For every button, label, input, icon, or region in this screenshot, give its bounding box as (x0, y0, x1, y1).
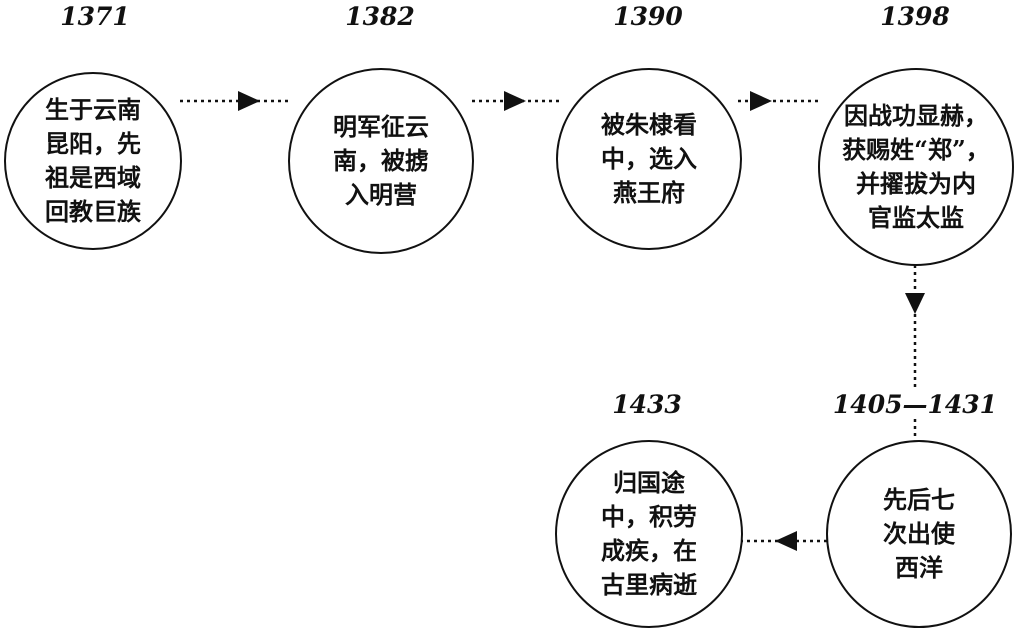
year-label: 1405—1431 (828, 390, 1002, 419)
arrow-left-icon (775, 531, 797, 551)
year-label: 1398 (880, 2, 950, 31)
text-line: 因战功显赫， (843, 101, 988, 130)
text-line: 被朱棣看 (601, 110, 697, 139)
event-node-1382: 明军征云 南，被掳 入明营 (288, 68, 474, 254)
arrow-right-icon (238, 91, 260, 111)
text-line: 次出使 (883, 519, 955, 548)
event-text: 生于云南 昆阳，先 祖是西域 回教巨族 (45, 93, 141, 229)
text-line: 生于云南 (45, 95, 141, 124)
event-node-1405-1431: 先后七 次出使 西洋 (826, 440, 1012, 628)
text-line: 中，积劳 (601, 502, 697, 531)
event-text: 归国途 中，积劳 成疾，在 古里病逝 (601, 466, 697, 602)
arrow-right-icon (504, 91, 526, 111)
event-node-1371: 生于云南 昆阳，先 祖是西域 回教巨族 (4, 72, 182, 250)
text-line: 入明营 (345, 180, 417, 209)
event-text: 因战功显赫， 获赐姓“郑”， 并擢拔为内 官监太监 (842, 99, 990, 235)
arrow-down-icon (905, 293, 925, 314)
text-line: 昆阳，先 (45, 129, 141, 158)
event-text: 被朱棣看 中，选入 燕王府 (601, 108, 697, 210)
text-line: 明军征云 (333, 112, 429, 141)
event-node-1390: 被朱棣看 中，选入 燕王府 (556, 68, 742, 250)
text-line: 先后七 (883, 485, 955, 514)
text-line: 回教巨族 (45, 197, 141, 226)
text-line: 南，被掳 (333, 146, 429, 175)
year-label: 1382 (345, 2, 415, 31)
year-label: 1371 (60, 2, 130, 31)
year-label: 1433 (612, 390, 682, 419)
text-line: 官监太监 (867, 203, 964, 232)
text-line: 并擢拔为内 (855, 169, 976, 198)
text-line: 获赐姓“郑”， (842, 135, 990, 164)
text-line: 古里病逝 (601, 570, 697, 599)
text-line: 中，选入 (601, 144, 697, 173)
text-line: 西洋 (895, 553, 943, 582)
text-line: 祖是西域 (45, 163, 141, 192)
text-line: 成疾，在 (601, 536, 697, 565)
year-label: 1390 (613, 2, 683, 31)
event-text: 明军征云 南，被掳 入明营 (333, 110, 429, 212)
text-line: 燕王府 (613, 178, 685, 207)
event-node-1398: 因战功显赫， 获赐姓“郑”， 并擢拔为内 官监太监 (818, 68, 1014, 266)
event-node-1433: 归国途 中，积劳 成疾，在 古里病逝 (555, 440, 743, 628)
arrow-right-icon (750, 91, 772, 111)
text-line: 归国途 (613, 468, 685, 497)
event-text: 先后七 次出使 西洋 (883, 483, 955, 585)
